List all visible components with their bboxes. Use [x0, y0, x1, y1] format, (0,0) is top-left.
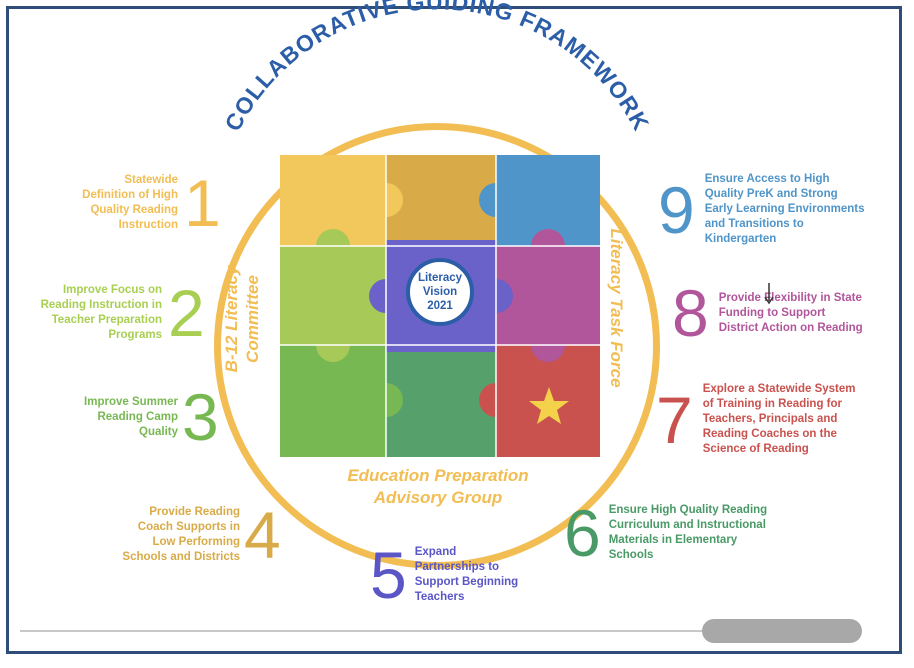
item-2: Improve Focus on Reading Instruction in … [20, 280, 205, 346]
item-4-line: Schools and Districts [122, 551, 240, 563]
puzzle-grid [280, 155, 600, 457]
item-6-text: Ensure High Quality Reading Curriculum a… [609, 503, 799, 563]
framework-title: COLLABORATIVE GUIDING FRAMEWORK [219, 0, 654, 135]
center-line-2: Vision [422, 286, 458, 298]
item-4-number: 4 [244, 498, 281, 572]
slide-frame [6, 6, 902, 654]
item-9-number: 9 [658, 172, 695, 247]
item-9-line: Kindergarten [704, 233, 777, 245]
item-3-line: Reading Camp [97, 410, 178, 423]
item-4-line: Provide Reading [149, 506, 240, 518]
item-1-line: Quality Reading [90, 204, 178, 216]
item-6-line: Materials in Elementary [608, 534, 738, 546]
item-7-line: Explore a Statewide System [702, 383, 856, 395]
item-9: 9 Ensure Access to High Quality PreK and… [658, 172, 895, 247]
item-7-line: Teachers, Principals and [702, 413, 838, 425]
item-5-number: 5 [370, 538, 407, 612]
item-9-text: Ensure Access to High Quality PreK and S… [705, 172, 895, 247]
item-1-text: Statewide Definition of High Quality Rea… [60, 173, 178, 233]
item-6-line: Schools [608, 549, 654, 561]
framework-ring [214, 123, 660, 569]
scroll-track[interactable] [20, 630, 860, 632]
item-2-line: Improve Focus on [62, 284, 162, 296]
item-7-text: Explore a Statewide System of Training i… [703, 382, 883, 457]
item-7-number: 7 [656, 382, 693, 457]
item-3-line: Quality [139, 425, 178, 438]
item-6-line: Ensure High Quality Reading [608, 504, 768, 516]
item-9-line: Early Learning Environments [704, 203, 865, 215]
item-4-line: Coach Supports in [137, 521, 240, 533]
item-9-line: Ensure Access to High [704, 173, 830, 185]
item-4-line: Low Performing [152, 536, 240, 548]
item-1: Statewide Definition of High Quality Rea… [60, 170, 221, 236]
item-7-line: of Training in Reading for [702, 398, 842, 410]
item-9-line: Quality PreK and Strong [704, 188, 838, 200]
mouse-cursor-icon [764, 283, 774, 305]
item-5-line: Partnerships to [414, 561, 500, 573]
item-8-number: 8 [672, 276, 709, 350]
item-2-line: Reading Instruction in [40, 299, 162, 311]
item-7-line: Reading Coaches on the [702, 428, 837, 440]
item-5: 5 Expand Partnerships to Support Beginni… [370, 542, 545, 608]
center-line-1: Literacy [417, 272, 463, 284]
bottom-group-line-1: Education Preparation [347, 466, 529, 485]
item-9-line: and Transitions to [704, 218, 804, 230]
item-2-line: Programs [108, 329, 162, 341]
item-2-line: Teacher Preparation [51, 314, 162, 326]
left-group-line-1: B-12 Literacy [222, 265, 241, 373]
item-1-line: Statewide [124, 174, 178, 186]
literacy-vision-badge: Literacy Vision 2021 [406, 258, 474, 326]
framework-title-text: COLLABORATIVE GUIDING FRAMEWORK [219, 0, 653, 135]
right-group-line-1: Literacy Task Force [607, 228, 626, 388]
left-group-line-2: Committee [243, 275, 262, 363]
item-7: 7 Explore a Statewide System of Training… [656, 382, 883, 457]
item-3-line: Improve Summer [84, 395, 178, 408]
item-5-text: Expand Partnerships to Support Beginning… [415, 545, 545, 605]
item-5-line: Teachers [414, 591, 465, 603]
item-1-number: 1 [184, 166, 221, 240]
item-3-text: Improve Summer Reading Camp Quality [60, 395, 178, 440]
item-3: Improve Summer Reading Camp Quality 3 [60, 384, 219, 450]
item-8-line: Funding to Support [718, 306, 826, 319]
item-8-line: District Action on Reading [718, 321, 863, 334]
item-6-line: Curriculum and Instructional [608, 519, 766, 531]
item-1-line: Instruction [118, 219, 178, 231]
puzzle-piece [280, 345, 386, 457]
right-group-label: Literacy Task Force [606, 223, 627, 393]
left-group-label: B-12 Literacy Committee [221, 249, 263, 389]
item-6: 6 Ensure High Quality Reading Curriculum… [564, 500, 799, 566]
item-4-text: Provide Reading Coach Supports in Low Pe… [100, 505, 240, 565]
item-6-number: 6 [564, 496, 601, 570]
scroll-thumb[interactable] [702, 619, 862, 643]
bottom-group-line-2: Advisory Group [373, 488, 503, 507]
star-icon [529, 387, 569, 424]
puzzle-piece [386, 345, 496, 457]
item-8-text: Provide Flexibility in State Funding to … [719, 291, 899, 336]
item-2-number: 2 [168, 276, 205, 350]
bottom-group-label: Education Preparation Advisory Group [318, 465, 558, 509]
item-5-line: Support Beginning [414, 576, 519, 588]
item-1-line: Definition of High [82, 189, 178, 201]
item-8-line: Provide Flexibility in State [718, 291, 862, 304]
center-line-3: 2021 [427, 300, 453, 312]
item-7-line: Science of Reading [702, 443, 809, 455]
item-5-line: Expand [414, 546, 457, 558]
item-2-text: Improve Focus on Reading Instruction in … [20, 283, 162, 343]
item-3-number: 3 [182, 380, 219, 454]
item-4: Provide Reading Coach Supports in Low Pe… [100, 498, 281, 572]
item-8: 8 Provide Flexibility in State Funding t… [672, 280, 899, 346]
